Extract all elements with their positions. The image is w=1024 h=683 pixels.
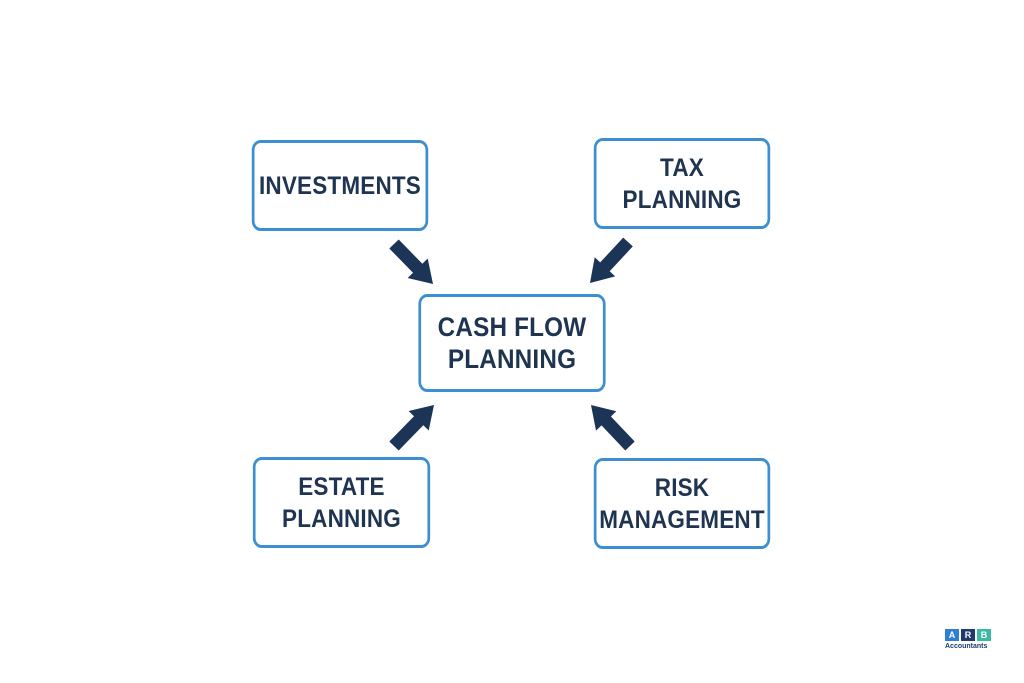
risk-management-node: RISK MANAGEMENT — [593, 458, 771, 549]
estate-planning-label-line: PLANNING — [282, 504, 401, 533]
investments-label-line: INVESTMENTS — [259, 171, 421, 200]
cash-flow-planning-node: CASH FLOW PLANNING — [418, 294, 606, 392]
arrow-estate-planning-to-center — [389, 405, 434, 451]
logo-letters: A R B — [945, 629, 995, 641]
tax-planning-node: TAX PLANNING — [593, 138, 771, 229]
cash-flow-planning-label: CASH FLOW PLANNING — [438, 311, 587, 375]
estate-planning-label-line: ESTATE — [298, 472, 385, 501]
arrow-investments-to-center — [389, 239, 433, 284]
logo-name: Accountants — [945, 643, 988, 650]
logo-letter-r: R — [961, 629, 975, 641]
estate-planning-label: ESTATE PLANNING — [282, 471, 401, 535]
arrow-tax-planning-to-center — [590, 237, 633, 283]
investments-node: INVESTMENTS — [251, 140, 429, 231]
arb-accountants-logo: A R B Accountants — [945, 629, 995, 653]
arrow-risk-management-to-center — [591, 405, 635, 451]
logo-letter-a: A — [945, 629, 959, 641]
tax-planning-label-line: TAX — [660, 153, 704, 182]
risk-management-label: RISK MANAGEMENT — [599, 472, 765, 536]
investments-label: INVESTMENTS — [259, 170, 421, 202]
tax-planning-label-line: PLANNING — [622, 185, 742, 214]
tax-planning-label: TAX PLANNING — [623, 152, 742, 216]
risk-management-label-line: MANAGEMENT — [599, 505, 765, 534]
cash-flow-planning-label-line: CASH FLOW — [437, 312, 587, 342]
estate-planning-node: ESTATE PLANNING — [252, 457, 431, 548]
logo-letter-b: B — [977, 629, 991, 641]
risk-management-label-line: RISK — [654, 473, 710, 502]
cash-flow-planning-label-line: PLANNING — [447, 344, 577, 374]
